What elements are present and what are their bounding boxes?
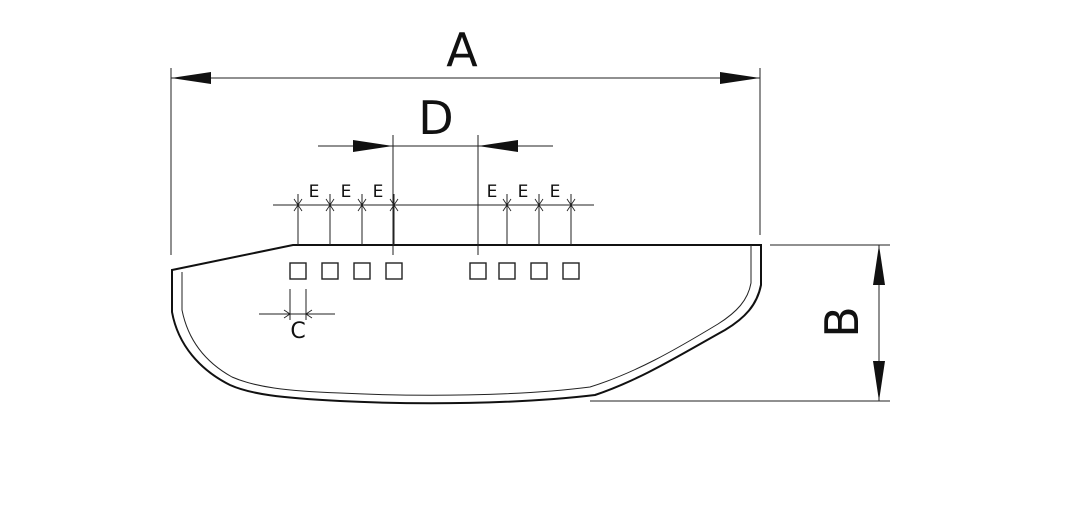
dim-b-arrow-bottom xyxy=(873,361,885,401)
hole xyxy=(353,262,371,280)
dim-e-ticks xyxy=(293,198,576,212)
dim-b-label: B xyxy=(815,306,869,338)
hole xyxy=(498,262,516,280)
dim-c-label: C xyxy=(290,319,305,344)
dim-a-arrow-right xyxy=(720,72,760,84)
hole xyxy=(321,262,339,280)
dim-d-arrow-right xyxy=(478,140,518,152)
hole-group-right xyxy=(469,262,580,280)
dim-e-label-3: E xyxy=(373,182,384,202)
dim-d-label: D xyxy=(418,91,453,145)
dim-a-label: A xyxy=(446,23,478,77)
part-outline xyxy=(171,244,762,405)
dim-e-extensions xyxy=(297,194,572,245)
dim-d-arrow-left xyxy=(353,140,393,152)
hole xyxy=(385,262,403,280)
dim-e-label-4: E xyxy=(487,182,498,202)
hole xyxy=(562,262,580,280)
hole xyxy=(469,262,487,280)
dim-b-arrow-top xyxy=(873,245,885,285)
hole xyxy=(289,262,307,280)
dim-e-label-6: E xyxy=(550,182,561,202)
dim-e-label-5: E xyxy=(518,182,529,202)
hole xyxy=(530,262,548,280)
part-inner-edge xyxy=(181,245,752,396)
dim-a-arrow-left xyxy=(171,72,211,84)
dim-e-label-2: E xyxy=(341,182,352,202)
dim-c-ticks xyxy=(283,309,313,319)
hole-group-left xyxy=(289,262,403,280)
dim-e-label-1: E xyxy=(309,182,320,202)
